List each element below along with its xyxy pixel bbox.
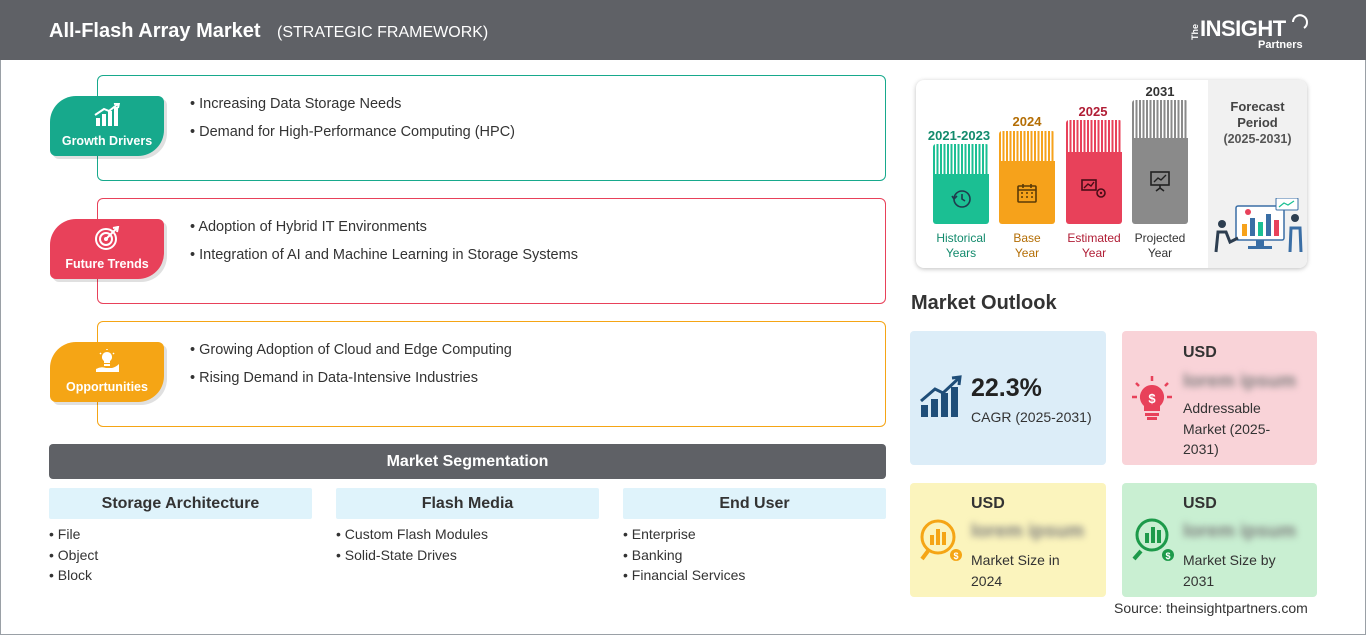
timeline-year: 2021-2023 xyxy=(927,128,991,143)
page-title: All-Flash Array Market xyxy=(49,20,261,42)
cagr-value: 22.3% xyxy=(971,374,1042,402)
addressable-value: lorem ipsum xyxy=(1183,371,1296,392)
list-item: • Custom Flash Modules xyxy=(336,526,488,542)
list-item: • File xyxy=(49,526,81,542)
projection-board-icon xyxy=(1150,171,1170,192)
calendar-icon xyxy=(1017,183,1037,203)
segment-end-user: End User • Enterprise • Banking • Financ… xyxy=(623,488,886,588)
opportunities-box: • Growing Adoption of Cloud and Edge Com… xyxy=(97,321,886,427)
growth-drivers-box: • Increasing Data Storage Needs • Demand… xyxy=(97,75,886,181)
cagr-card: 22.3% CAGR (2025-2031) xyxy=(910,331,1106,465)
list-item: • Growing Adoption of Cloud and Edge Com… xyxy=(190,342,512,358)
svg-text:$: $ xyxy=(953,551,958,561)
timeline-year: 2024 xyxy=(1012,114,1042,129)
forecast-range: (2025-2031) xyxy=(1223,132,1292,146)
idea-dollar-icon: $ xyxy=(1132,376,1172,420)
history-clock-icon xyxy=(951,190,971,208)
header-bar: All-Flash Array Market (STRATEGIC FRAMEW… xyxy=(0,0,1366,60)
size-2031-usd: USD xyxy=(1183,495,1217,512)
size-2024-value: lorem ipsum xyxy=(971,521,1084,542)
cagr-label: CAGR (2025-2031) xyxy=(971,409,1092,425)
timeline-year: 2031 xyxy=(1145,84,1175,99)
list-item: • Object xyxy=(49,546,99,563)
market-analysis-icon: $ xyxy=(1132,518,1174,561)
logo-the: The xyxy=(1190,23,1200,40)
timeline-bar-base xyxy=(999,131,1055,224)
segment-flash-media: Flash Media • Custom Flash Modules • Sol… xyxy=(336,488,599,567)
addressable-usd: USD xyxy=(1183,344,1217,361)
future-trends-label: Future Trends xyxy=(65,257,149,271)
logo-arc-icon xyxy=(1292,14,1308,29)
timeline-year: 2025 xyxy=(1078,104,1108,119)
opportunities-label: Opportunities xyxy=(66,380,148,394)
market-segmentation-header: Market Segmentation xyxy=(49,444,886,479)
estimate-gear-icon xyxy=(1081,179,1106,198)
list-item: • Solid-State Drives xyxy=(336,546,457,563)
list-item: • Adoption of Hybrid IT Environments xyxy=(190,219,427,235)
list-item: • Increasing Data Storage Needs xyxy=(190,96,402,112)
opportunities-list: • Growing Adoption of Cloud and Edge Com… xyxy=(190,342,512,398)
future-trends-badge: Future Trends xyxy=(50,219,164,279)
future-trends-list: • Adoption of Hybrid IT Environments • I… xyxy=(190,219,578,275)
page-subtitle: (STRATEGIC FRAMEWORK) xyxy=(277,24,489,41)
growth-chart-icon xyxy=(920,375,962,417)
lightbulb-hand-icon xyxy=(50,349,164,373)
logo-partners: Partners xyxy=(1258,39,1303,51)
list-item: • Financial Services xyxy=(623,567,746,583)
insight-partners-logo[interactable]: The INSIGHT Partners xyxy=(1190,10,1320,54)
market-outlook-title: Market Outlook xyxy=(911,292,1057,314)
growth-chart-icon xyxy=(50,103,164,127)
timeline-bar-historical xyxy=(933,144,989,224)
svg-text:$: $ xyxy=(1148,391,1156,406)
growth-drivers-label: Growth Drivers xyxy=(61,134,153,148)
timeline-bar-projected xyxy=(1132,100,1188,224)
growth-drivers-badge: Growth Drivers xyxy=(50,96,164,156)
timeline-bar-estimated xyxy=(1066,120,1122,224)
list-item: • Enterprise xyxy=(623,526,696,542)
future-trends-box: • Adoption of Hybrid IT Environments • I… xyxy=(97,198,886,304)
source-credit: Source: theinsightpartners.com xyxy=(1114,600,1308,616)
list-item: • Demand for High-Performance Computing … xyxy=(190,124,516,140)
segment-title: End User xyxy=(623,488,886,519)
segment-title: Storage Architecture xyxy=(49,488,312,519)
opportunities-badge: Opportunities xyxy=(50,342,164,402)
logo-insight: INSIGHT xyxy=(1200,16,1286,41)
market-analysis-icon: $ xyxy=(920,519,962,561)
segment-title: Flash Media xyxy=(336,488,599,519)
target-icon xyxy=(50,226,164,250)
growth-drivers-list: • Increasing Data Storage Needs • Demand… xyxy=(190,96,515,152)
analytics-people-icon xyxy=(1214,198,1303,253)
size-2024-usd: USD xyxy=(971,495,1005,512)
list-item: • Banking xyxy=(623,546,683,563)
list-item: • Integration of AI and Machine Learning… xyxy=(190,247,578,263)
list-item: • Rising Demand in Data-Intensive Indust… xyxy=(190,370,478,386)
size-2031-value: lorem ipsum xyxy=(1183,521,1296,542)
list-item: • Block xyxy=(49,567,93,583)
svg-text:$: $ xyxy=(1165,551,1170,561)
segment-storage-architecture: Storage Architecture • File • Object • B… xyxy=(49,488,312,588)
